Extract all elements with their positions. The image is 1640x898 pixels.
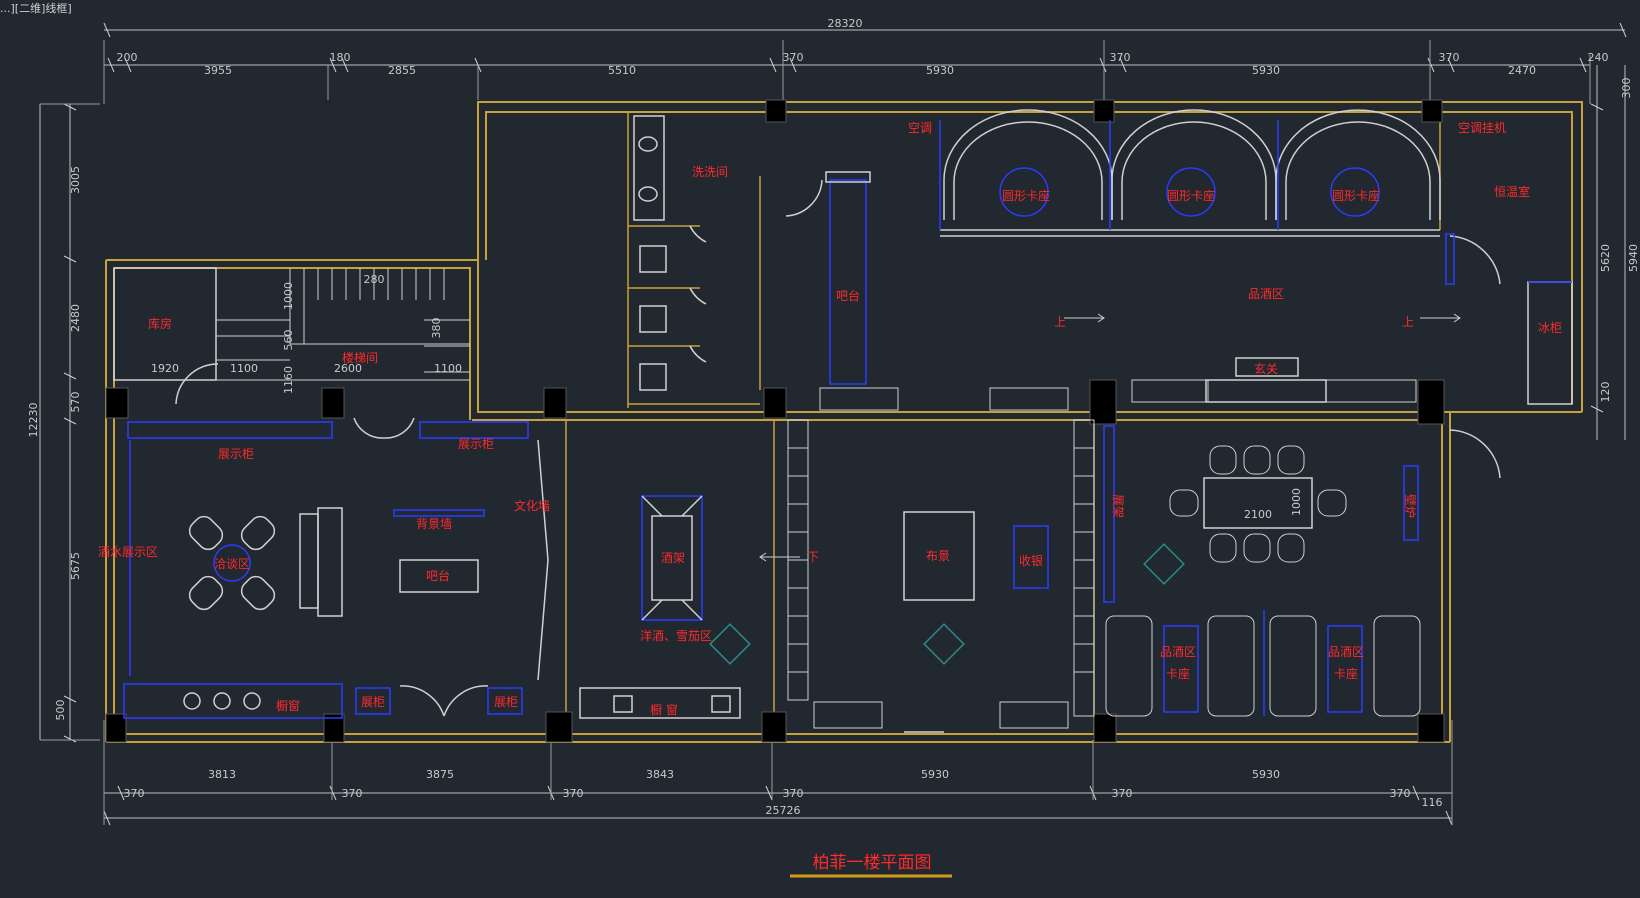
label-tasting-booth: 品酒区卡座: [1160, 645, 1196, 681]
label-up: 上: [1402, 315, 1414, 329]
dim-bottom-small: 116: [1422, 796, 1443, 809]
dimension-text-top: 28320 200 3955 180 2855 5510 370 5930 37…: [117, 17, 1609, 77]
dim-top: 5930: [926, 64, 954, 77]
dimension-text-right: 300 5620 5940 120: [1599, 78, 1640, 403]
label-fireplace: 壁炉: [1403, 494, 1418, 518]
dim-left: 3005: [69, 166, 82, 194]
label-round-booth: 圆形卡座: [1167, 188, 1215, 203]
dimension-text-interior: 1920 1100 2600 1100 280 1000 560 1160 38…: [151, 273, 1303, 521]
dim-bottom-small: 370: [1112, 787, 1133, 800]
dim-bottom-small: 370: [563, 787, 584, 800]
dim-interior: 1000: [1290, 488, 1303, 516]
dim-right: 120: [1599, 382, 1612, 403]
dim-bottom: 3843: [646, 768, 674, 781]
label-cashier: 收银: [1019, 554, 1043, 568]
dim-right: 5940: [1627, 244, 1640, 272]
label-stairwell: 楼梯间: [342, 350, 378, 365]
dim-interior: 280: [364, 273, 385, 286]
dim-bottom: 5930: [1252, 768, 1280, 781]
label-cellar: 恒温室: [1494, 184, 1530, 199]
dim-top: 5930: [1252, 64, 1280, 77]
dim-right: 300: [1620, 78, 1633, 99]
dim-interior: 1100: [434, 362, 462, 375]
label-negotiation-area: 洽谈区: [214, 557, 250, 571]
dim-interior: 1160: [282, 366, 295, 394]
structural-columns: [105, 99, 1445, 743]
dim-top: 370: [1439, 51, 1460, 64]
furniture: [113, 109, 1573, 733]
label-display-cabinet: 展示柜: [458, 437, 494, 451]
dim-right: 5620: [1599, 244, 1612, 272]
dim-interior: 560: [282, 330, 295, 351]
label-washroom: 洗洗间: [692, 165, 728, 179]
label-tasting-booth: 品酒区卡座: [1328, 645, 1364, 681]
label-exhibit-cabinet: 展柜: [361, 695, 385, 709]
direction-arrows: [759, 313, 1461, 562]
dim-left: 5675: [69, 552, 82, 580]
label-bar: 吧台: [426, 568, 450, 583]
dim-top: 200: [117, 51, 138, 64]
label-tasting-area: 品酒区: [1248, 287, 1284, 301]
viewport-caption: ...][二维]线框]: [0, 2, 72, 15]
label-round-booth: 圆形卡座: [1332, 188, 1380, 203]
dim-interior: 1920: [151, 362, 179, 375]
drawing-title: 柏菲一楼平面图: [813, 853, 932, 873]
dim-interior: 2600: [334, 362, 362, 375]
sample-markers: [709, 543, 1185, 665]
label-bar: 吧台: [836, 288, 860, 303]
dim-interior: 2100: [1244, 508, 1272, 521]
dim-top: 2855: [388, 64, 416, 77]
label-down: 下: [807, 550, 819, 564]
label-decor: 布景: [926, 549, 950, 563]
dim-bottom-small: 370: [783, 787, 804, 800]
dim-left: 570: [69, 392, 82, 413]
dim-bottom: 3875: [426, 768, 454, 781]
label-wine-rack: 酒架: [661, 551, 685, 565]
dim-bottom-small: 370: [124, 787, 145, 800]
dim-top: 180: [330, 51, 351, 64]
dim-left: 500: [54, 700, 67, 721]
label-window: 橱 窗: [650, 703, 678, 717]
dim-interior: 1100: [230, 362, 258, 375]
dim-top: 5510: [608, 64, 636, 77]
label-up: 上: [1054, 315, 1066, 329]
dim-top: 3955: [204, 64, 232, 77]
label-ac-wall-unit: 空调挂机: [1458, 121, 1506, 135]
label-storage: 库房: [148, 316, 172, 331]
label-feature-wall: 背景墙: [416, 517, 452, 531]
dimension-lines: [39, 22, 1627, 826]
label-window: 橱窗: [276, 699, 300, 713]
room-labels: 库房 楼梯间 展示柜 展示柜 酒水展示区 洽谈区 背景墙 文化墙 吧台 橱窗 展…: [98, 121, 1562, 717]
dim-bottom-small: 370: [1390, 787, 1411, 800]
label-display-area: 酒水展示区: [98, 545, 158, 559]
dim-overall-top: 28320: [828, 17, 863, 30]
dimension-text-bottom: 3813 3875 3843 5930 5930 370 370 370 370…: [124, 768, 1443, 817]
label-ac: 空调: [908, 121, 932, 135]
label-entrance: 玄关: [1254, 361, 1278, 376]
dim-top: 370: [783, 51, 804, 64]
dim-interior: 1000: [282, 282, 295, 310]
dim-bottom: 5930: [921, 768, 949, 781]
dim-top: 2470: [1508, 64, 1536, 77]
dim-bottom-small: 370: [342, 787, 363, 800]
label-fridge: 冰柜: [1538, 321, 1562, 335]
label-round-booth: 圆形卡座: [1002, 188, 1050, 203]
dim-top: 240: [1588, 51, 1609, 64]
dim-overall-bottom: 25726: [766, 804, 801, 817]
label-display-cabinet: 展示柜: [218, 447, 254, 461]
label-exhibit-cabinet: 展柜: [494, 695, 518, 709]
dimension-text-left: 3005 2480 570 5675 500 12230: [27, 166, 82, 721]
label-culture-wall: 文化墙: [514, 498, 550, 513]
label-display-rack: 展架: [1111, 494, 1125, 518]
dim-interior: 380: [430, 318, 443, 339]
dim-left: 12230: [27, 403, 40, 438]
dim-bottom: 3813: [208, 768, 236, 781]
label-wine-cigar-area: 洋酒、雪茄区: [640, 628, 712, 643]
dim-top: 370: [1110, 51, 1131, 64]
dim-left: 2480: [69, 304, 82, 332]
